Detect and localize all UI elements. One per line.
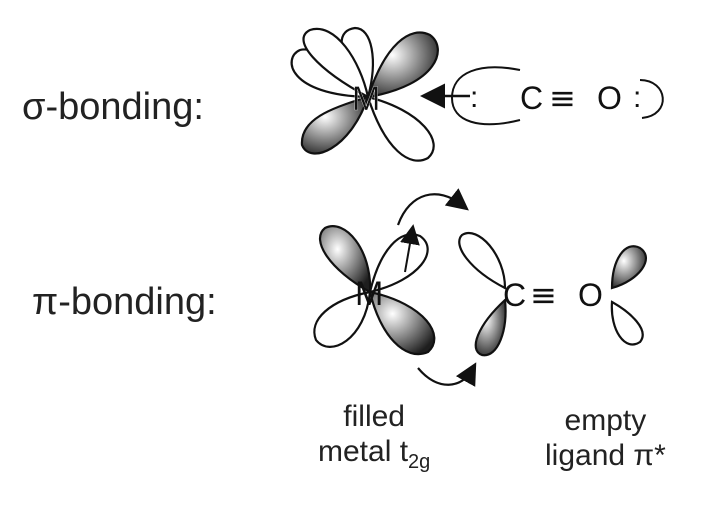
pi-metal-symbol: M: [355, 275, 383, 313]
t2g-subscript: 2g: [408, 450, 431, 473]
pi-bonding-label: π-bonding:: [32, 281, 217, 323]
oxygen-lone-pair-lobe: [639, 79, 664, 119]
pi-oxygen-symbol: O: [578, 277, 603, 313]
ligand-caption-line1: empty: [564, 404, 647, 437]
sigma-metal-d-orbital: [290, 26, 439, 162]
sigma-oxygen-symbol: O: [597, 80, 622, 116]
sigma-carbon-lone-pair: :: [470, 81, 478, 114]
sigma-bonding-label: σ-bonding:: [22, 86, 204, 128]
sigma-triple-bond: ≡: [549, 79, 576, 117]
electron-spin-arrow: [400, 224, 420, 273]
ligand-orbital-caption: empty ligand π*: [545, 404, 666, 473]
back-donation-arrow-bottom: [417, 362, 477, 387]
sigma-oxygen-lone-pair: :: [633, 81, 641, 114]
metal-caption-line2: metal t2g: [318, 434, 431, 473]
ligand-caption-line2: ligand π*: [545, 438, 666, 472]
back-donation-arrow-top: [396, 188, 469, 226]
metal-caption-line1: filled: [343, 400, 405, 433]
pi-carbon-symbol: C: [503, 277, 526, 313]
metal-orbital-caption: filled metal t2g: [318, 400, 430, 474]
pi-star-orbital: [458, 232, 647, 357]
pi-triple-bond: ≡: [530, 276, 557, 314]
carbon-lone-pair-lobe: [450, 66, 521, 126]
sigma-metal-symbol: M: [352, 80, 380, 118]
pi-metal-d-orbital: [313, 225, 436, 356]
sigma-carbon-symbol: C: [520, 80, 543, 116]
